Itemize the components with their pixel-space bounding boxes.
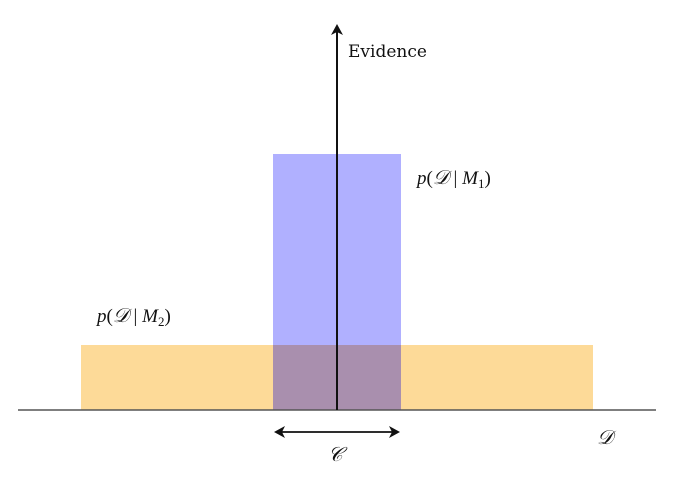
model1-label-sub: 1 — [478, 176, 485, 191]
model2-label-open: ( — [107, 306, 113, 327]
model2-label-close: ) — [164, 306, 170, 327]
model1-label-d: 𝒟 — [433, 165, 453, 189]
model1-label: p(𝒟 | M1) — [415, 165, 491, 191]
model1-label-p: p — [415, 168, 427, 189]
dataset-axis-label: 𝒟 — [597, 425, 617, 449]
evidence-axis-label: Evidence — [348, 42, 427, 62]
model2-label-sub: 2 — [158, 314, 165, 329]
model2-label-m: M — [141, 306, 159, 327]
model1-label-open: ( — [427, 168, 433, 189]
model2-label: p(𝒟 | M2) — [95, 303, 171, 329]
model1-label-bar: | — [449, 168, 462, 189]
model2-label-p: p — [95, 306, 107, 327]
model2-label-bar: | — [129, 306, 142, 327]
model2-label-d: 𝒟 — [113, 303, 133, 327]
model1-label-m: M — [461, 168, 479, 189]
width-label: 𝒞 — [328, 442, 348, 466]
model1-label-close: ) — [484, 168, 490, 189]
